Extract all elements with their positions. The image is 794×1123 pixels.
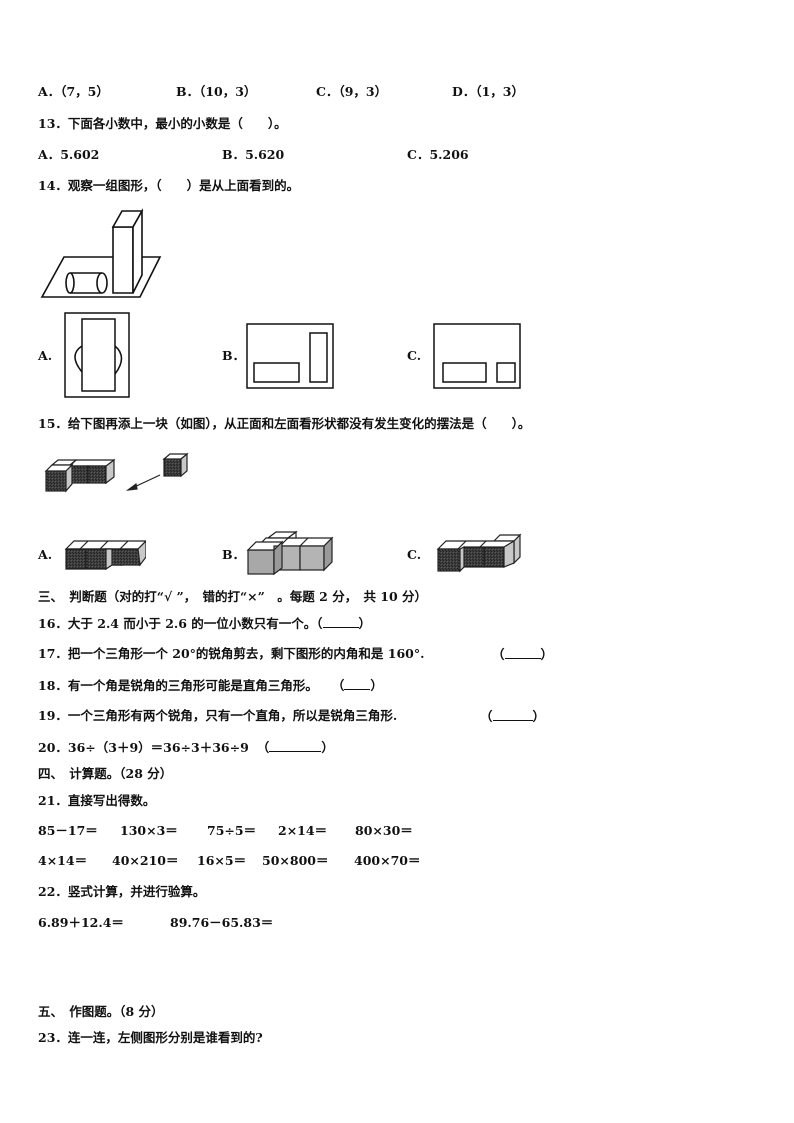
q21-item: 75÷5＝ [207,823,257,838]
q18-stem: 18．有一个角是锐角的三角形可能是直角三角形。 [38,678,318,693]
q21-item: 130×3＝ [120,823,178,838]
q14-stem: 14．观察一组图形，（ ）是从上面看到的。 [38,178,300,193]
q16-stem: 16．大于 2.4 而小于 2.6 的一位小数只有一个。（ [38,616,323,631]
q22-item: 89.76－65.83＝ [170,915,274,930]
q21-item: 2×14＝ [278,823,328,838]
q14-option-c-figure [433,323,521,389]
q19-stem: 19．一个三角形有两个锐角，只有一个直角，所以是锐角三角形. [38,708,398,723]
q12-option-c: C．（9，3） [316,84,388,99]
q17-answer-blank[interactable] [504,646,541,659]
q18: 18．有一个角是锐角的三角形可能是直角三角形。（） [38,677,383,693]
q15-option-b-figure [246,530,336,576]
q20-stem: 20．36÷（3＋9）＝36÷3＋36÷9 [38,740,249,755]
q21-stem: 21．直接写出得数。 [38,793,156,808]
q23-stem: 23．连一连，左侧图形分别是谁看到的? [38,1030,263,1045]
q14-option-b-label: B． [222,348,246,363]
q13-option-a: A．5.602 [38,147,100,162]
q21-item: 50×800＝ [262,853,329,868]
q18-answer-blank[interactable] [344,677,371,690]
q15-option-c-figure [434,533,522,573]
q15-cube-figure [42,450,192,512]
q21-item: 4×14＝ [38,853,88,868]
q22-stem: 22．竖式计算，并进行验算。 [38,884,206,899]
q15-option-b-label: B． [222,547,246,562]
q21-item: 85－17＝ [38,823,98,838]
q15-option-c-label: C. [407,547,422,562]
q20-answer-blank[interactable] [269,739,322,752]
q16-answer-blank[interactable] [322,615,359,628]
q17-stem: 17．把一个三角形一个 20°的锐角剪去，剩下图形的内角和是 160°. [38,646,425,661]
q14-option-c-label: C. [407,348,422,363]
q16: 16．大于 2.4 而小于 2.6 的一位小数只有一个。（） [38,615,372,631]
q19-answer: （） [480,708,546,724]
q13-stem: 13．下面各小数中，最小的小数是（ ）。 [38,116,287,131]
q19-answer-blank[interactable] [492,708,533,721]
q21-item: 400×70＝ [354,853,421,868]
q15-option-a-label: A. [38,547,53,562]
q13-option-c: C．5.206 [407,147,469,162]
section4-title: 四、 计算题。（28 分） [38,766,173,781]
q17: 17．把一个三角形一个 20°的锐角剪去，剩下图形的内角和是 160°. [38,646,424,662]
q20: 20．36÷（3＋9）＝36÷3＋36÷9（） [38,739,334,755]
q22-item: 6.89＋12.4＝ [38,915,124,930]
q14-option-b-figure [246,323,334,389]
q12-option-a: A．（7，5） [38,84,109,99]
q21-item: 80×30＝ [355,823,413,838]
section3-title: 三、 判断题（对的打“√ ”， 错的打“×” 。每题 2 分， 共 10 分） [38,589,428,604]
q21-item: 16×5＝ [197,853,247,868]
q21-item: 40×210＝ [112,853,179,868]
q14-option-a-label: A. [38,348,53,363]
q13-option-b: B．5.620 [222,147,285,162]
q12-option-d: D．（1，3） [452,84,524,99]
q19: 19．一个三角形有两个锐角，只有一个直角，所以是锐角三角形. [38,708,397,724]
q14-option-a-figure [64,312,130,398]
q12-option-b: B．（10，3） [176,84,257,99]
q15-stem: 15．给下图再添上一块（如图），从正面和左面看形状都没有发生变化的摆法是（ ）。 [38,416,531,431]
q14-3d-figure [40,205,165,300]
section5-title: 五、 作图题。（8 分） [38,1004,164,1019]
q15-option-a-figure [64,535,146,571]
q17-answer: （） [492,646,554,662]
